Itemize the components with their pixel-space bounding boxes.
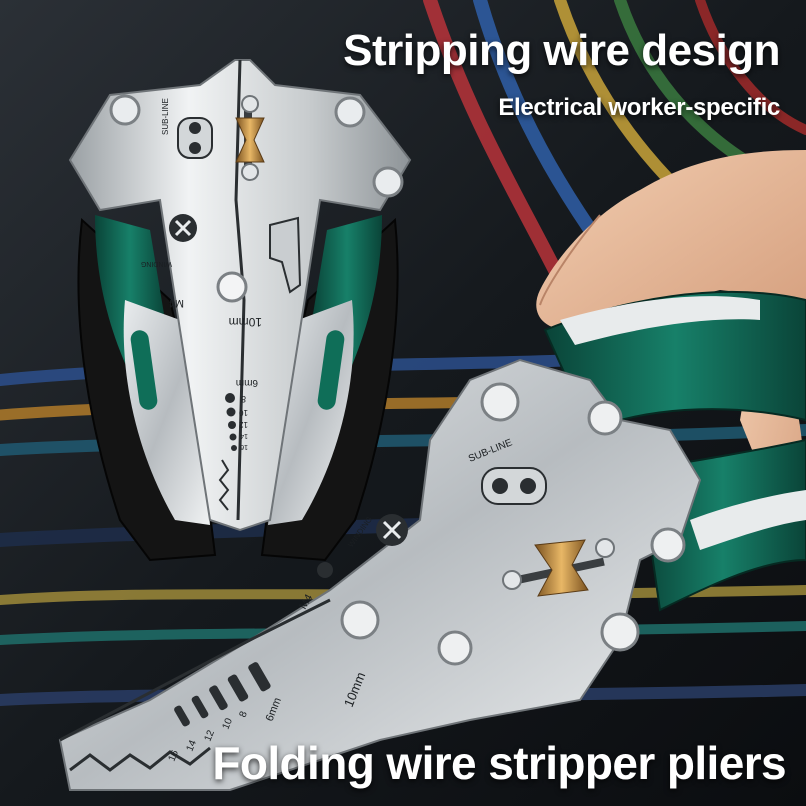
- gauge-16-marking: 16: [240, 443, 248, 450]
- gauge-14-marking: 14: [240, 432, 248, 439]
- size-6mm-marking: 6mm: [236, 377, 258, 388]
- pliers-angled-view: SUB-LINE WINDING M4 10mm 6mm 8 10 12 14 …: [58, 290, 806, 791]
- winding-marking: WINDING: [141, 260, 172, 267]
- gauge-8-marking: 8: [241, 394, 246, 404]
- m4-marking: M4: [169, 297, 184, 309]
- gauge-10-marking-angled: 10: [221, 716, 236, 731]
- gauge-8-marking-angled: 8: [238, 709, 250, 719]
- product-title: Folding wire stripper pliers: [212, 737, 786, 789]
- gauge-12-marking-angled: 12: [203, 728, 218, 743]
- subheadline: Electrical worker-specific: [498, 94, 780, 121]
- gauge-14-marking-angled: 14: [185, 738, 200, 753]
- gauge-10-marking: 10: [239, 408, 248, 417]
- headline: Stripping wire design: [343, 26, 780, 75]
- sub-line-marking: SUB-LINE: [161, 98, 170, 135]
- gauge-12-marking: 12: [239, 420, 248, 429]
- size-10mm-marking: 10mm: [229, 315, 262, 329]
- pliers-front-view: SUB-LINE WINDING M4 10mm 6mm 8 10 12 14 …: [68, 59, 412, 562]
- gauge-16-marking-angled: 16: [167, 748, 182, 763]
